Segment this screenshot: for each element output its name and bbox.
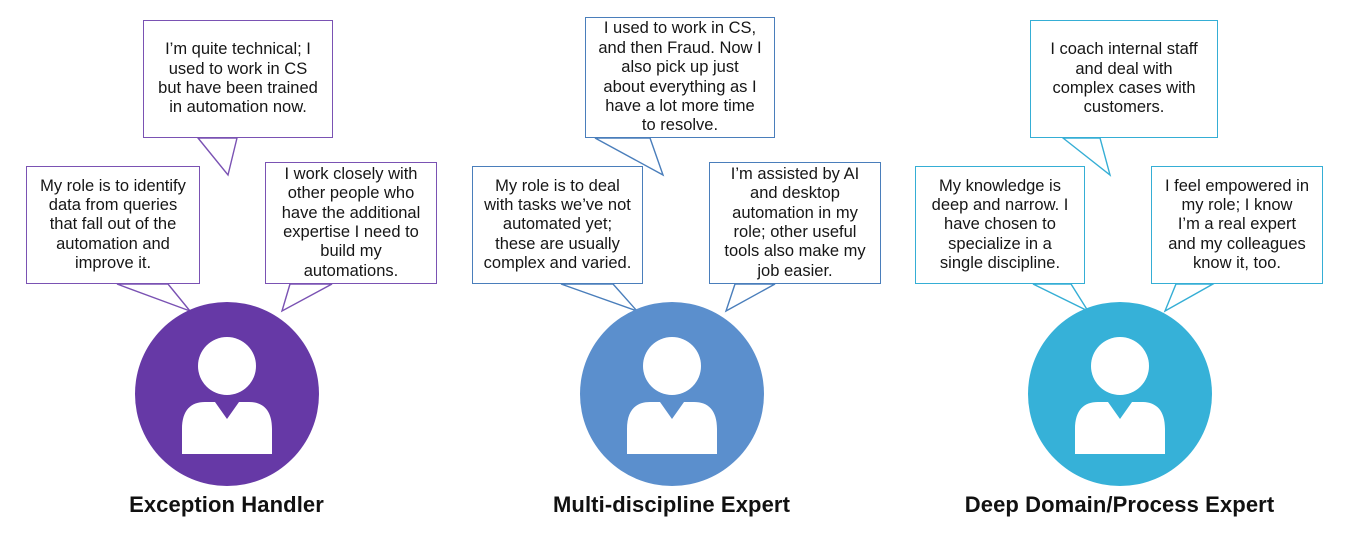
speech-bubble-top: I’m quite technical; I used to work in C… xyxy=(143,20,333,138)
speech-bubble-right: I’m assisted by AI and desktop automatio… xyxy=(709,162,881,284)
avatar xyxy=(134,302,319,486)
speech-bubble-tails xyxy=(560,137,776,313)
speech-bubble-top: I coach internal staff and deal with com… xyxy=(1030,20,1218,138)
person-avatar-icon xyxy=(181,337,272,454)
avatar-circle xyxy=(134,302,319,486)
tail-top-bubble xyxy=(196,137,238,177)
avatar xyxy=(579,302,764,486)
person-avatar-icon xyxy=(1074,337,1165,454)
tail-top-bubble xyxy=(1060,137,1112,177)
tail-left-bubble xyxy=(560,283,638,312)
person-avatar-icon xyxy=(626,337,717,454)
tail-right-bubble xyxy=(724,283,776,313)
tail-left-bubble xyxy=(116,283,193,313)
avatar-circle xyxy=(579,302,764,486)
speech-bubble-top: I used to work in CS, and then Fraud. No… xyxy=(585,17,775,138)
speech-bubble-tails xyxy=(1032,137,1216,313)
speech-bubble-right: I feel empowered in my role; I know I’m … xyxy=(1151,166,1323,284)
persona-label: Deep Domain/Process Expert xyxy=(964,492,1275,517)
persona-deep-domain-process-expert: I coach internal staff and deal with com… xyxy=(893,0,1346,534)
speech-bubble-right: I work closely with other people who hav… xyxy=(265,162,437,284)
persona-label: Exception Handler xyxy=(129,492,324,517)
speech-bubble-tails xyxy=(116,137,333,313)
speech-bubble-left: My knowledge is deep and narrow. I have … xyxy=(915,166,1085,284)
persona-exception-handler: I’m quite technical; I used to work in C… xyxy=(0,0,453,534)
tail-right-bubble xyxy=(280,283,333,313)
tail-left-bubble xyxy=(1032,283,1090,313)
persona-label: Multi-discipline Expert xyxy=(553,492,790,517)
speech-bubble-left: My role is to identify data from queries… xyxy=(26,166,200,284)
avatar xyxy=(1027,302,1212,486)
avatar-circle xyxy=(1027,302,1212,486)
tail-top-bubble xyxy=(594,137,665,177)
speech-bubble-left: My role is to deal with tasks we’ve not … xyxy=(472,166,643,284)
tail-right-bubble xyxy=(1163,283,1216,313)
persona-multi-discipline-expert: I used to work in CS, and then Fraud. No… xyxy=(445,0,898,534)
